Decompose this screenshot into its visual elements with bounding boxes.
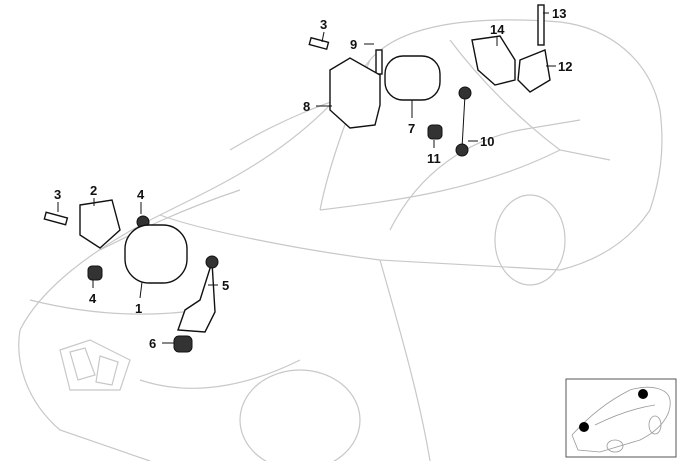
inset-marker-front: [579, 422, 589, 432]
label-3-rear: 3: [320, 17, 327, 32]
label-10: 10: [480, 134, 494, 149]
link-10-bottom: [455, 143, 469, 157]
bushing-11: [427, 124, 443, 140]
label-2: 2: [90, 183, 97, 198]
label-3-front: 3: [54, 187, 61, 202]
bracket-2: [79, 199, 121, 249]
bolt-3-rear: [308, 36, 330, 51]
label-8: 8: [303, 99, 310, 114]
sensor-7: [384, 55, 441, 101]
label-4-bottom: 4: [89, 291, 97, 306]
front-height-sensor-group: [43, 199, 219, 353]
bushing-6: [173, 335, 193, 353]
label-9: 9: [350, 37, 357, 52]
link-5: [177, 261, 216, 333]
label-6: 6: [149, 336, 156, 351]
nut-4-bottom: [87, 265, 103, 281]
rear-height-sensor-group: [308, 4, 551, 157]
leader-lines: [57, 12, 556, 344]
sensor-1: [124, 224, 188, 284]
label-13: 13: [552, 6, 566, 21]
bolt-13: [537, 4, 545, 46]
label-4-top: 4: [137, 187, 145, 202]
bracket-8: [329, 57, 381, 129]
bracket-12: [517, 49, 551, 93]
label-11: 11: [427, 151, 441, 166]
label-14: 14: [490, 22, 505, 37]
label-5: 5: [222, 278, 229, 293]
label-1: 1: [135, 301, 142, 316]
bolt-9: [375, 49, 383, 75]
bolt-3-front: [43, 211, 69, 226]
bracket-14: [471, 35, 516, 86]
inset-marker-rear: [638, 389, 648, 399]
label-7: 7: [408, 121, 415, 136]
label-12: 12: [558, 59, 572, 74]
link-10-top: [458, 86, 472, 100]
inset-locator: [565, 378, 677, 458]
part-labels: 13 14 12 3 9 8 7 10 11 3 2 4 4 1 5 6: [54, 6, 572, 351]
